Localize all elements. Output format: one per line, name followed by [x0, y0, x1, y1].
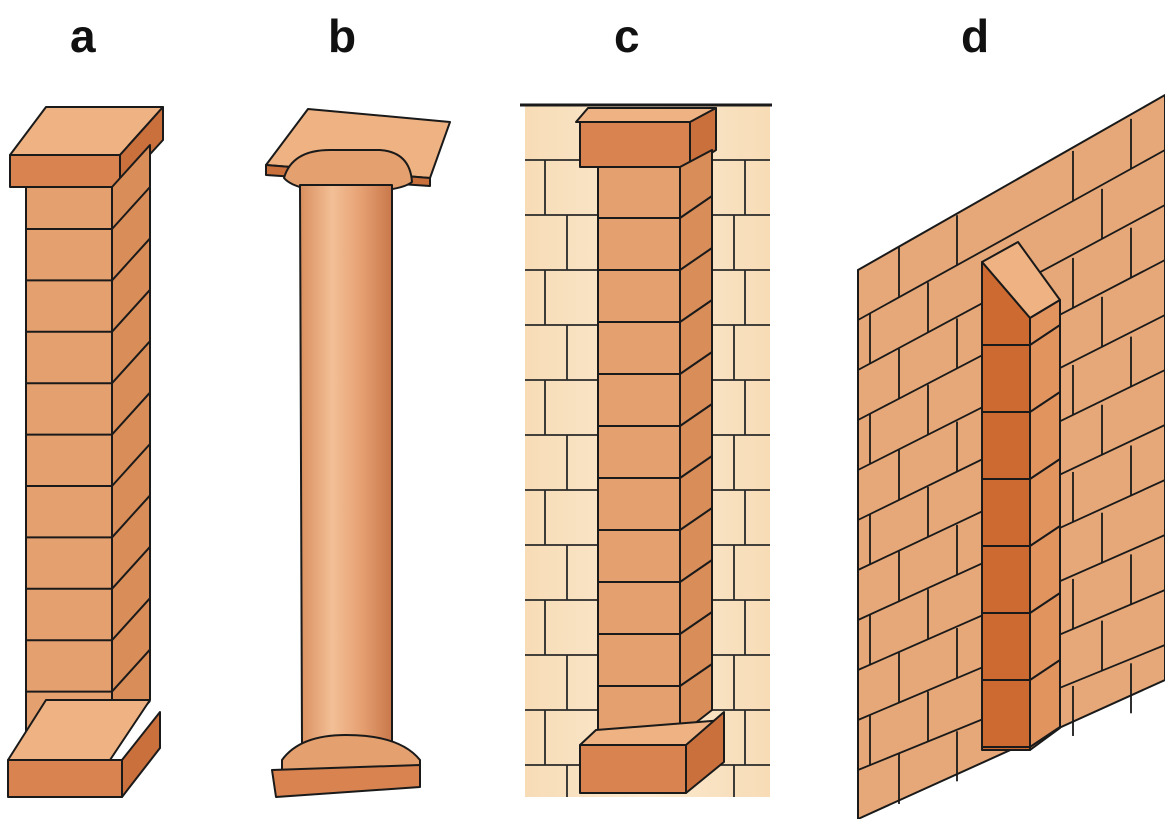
panel-label-a: a	[70, 10, 96, 62]
panel-label-c: c	[614, 10, 640, 62]
pillar-a-square-brick	[8, 107, 163, 797]
panel-label-b: b	[328, 10, 356, 62]
panel-label-d: d	[961, 10, 989, 62]
pillar-c-wall-pier	[520, 105, 772, 797]
pillar-b-round-column	[266, 109, 450, 797]
pillar-d-pilaster-wall	[858, 95, 1165, 819]
